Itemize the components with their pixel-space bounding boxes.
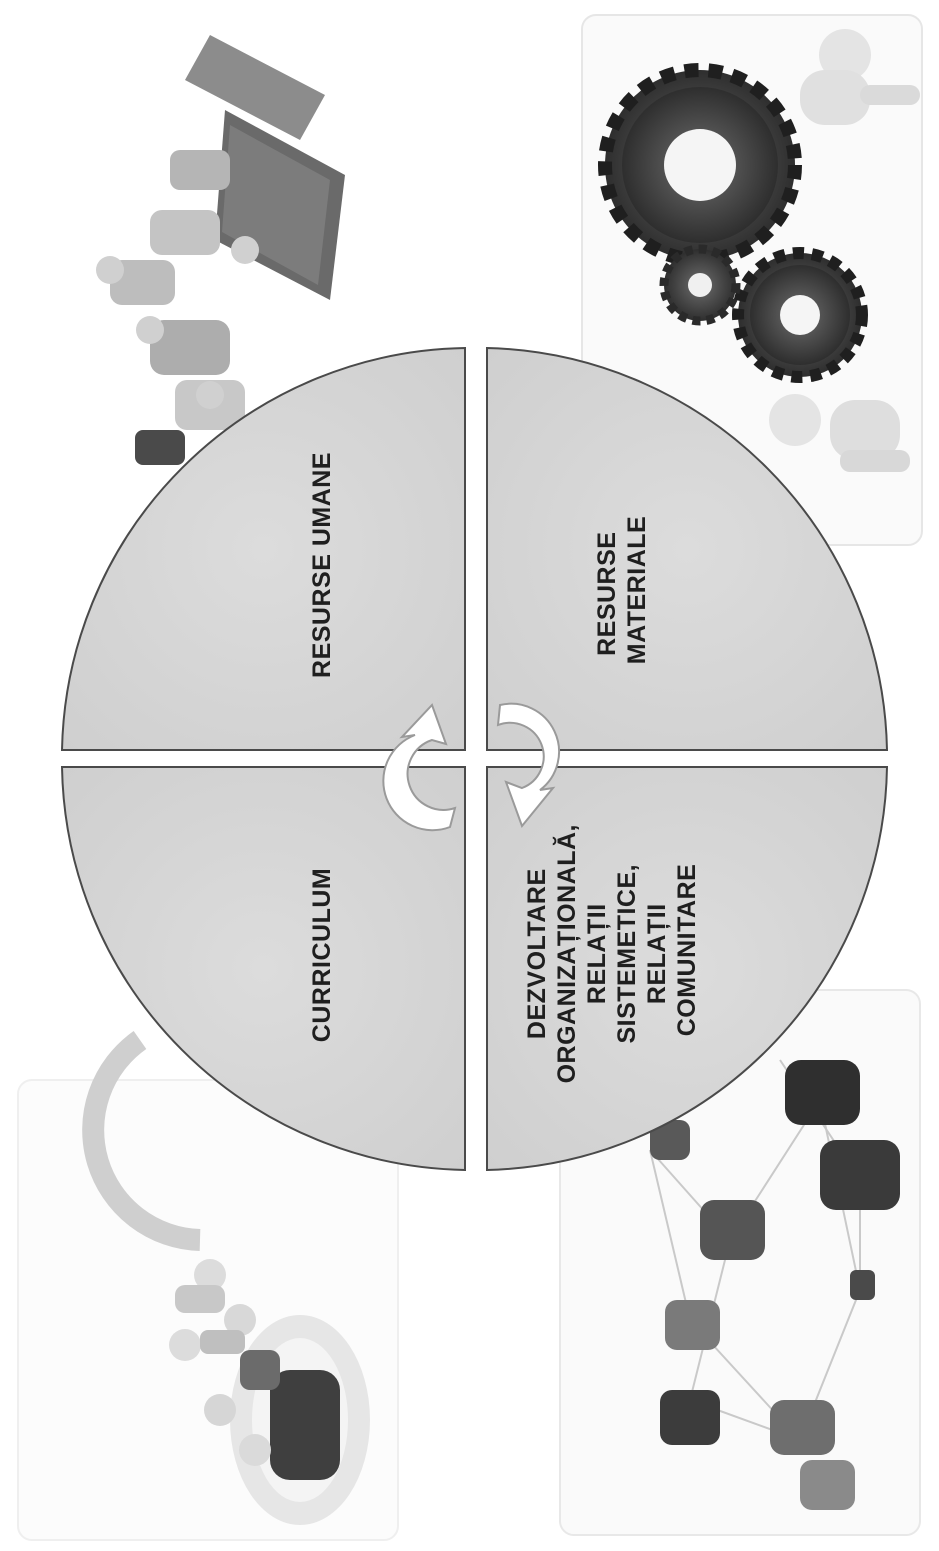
label-line: RELAȚII xyxy=(643,903,671,1004)
label-line: RELAȚII xyxy=(583,903,611,1004)
label-line: COMUNITARE xyxy=(673,864,701,1037)
label-line: SISTEMETICE, xyxy=(613,864,641,1044)
label-line: MATERIALE xyxy=(623,516,651,664)
label-line: ORGANIZAȚIONALĂ, xyxy=(552,824,581,1083)
quadrant-label-curriculum: CURRICULUM xyxy=(308,868,336,1042)
quadrant-top-right xyxy=(62,348,465,750)
quadrant-label-resurse-umane: RESURSE UMANE xyxy=(308,452,336,678)
label-line: DEZVOLTARE xyxy=(523,868,551,1039)
label-line: RESURSE xyxy=(593,532,621,656)
quadrant-circle xyxy=(62,348,887,1170)
